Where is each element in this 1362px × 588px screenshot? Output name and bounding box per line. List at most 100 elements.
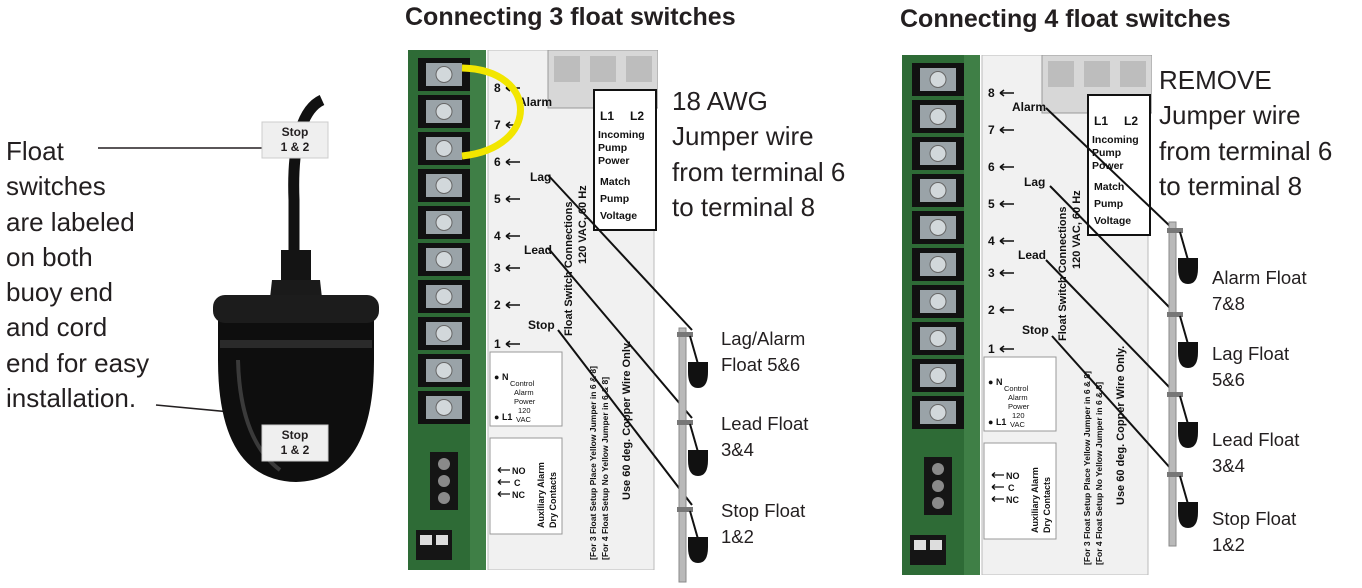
power-terminal-pin (914, 540, 926, 550)
float-label-line: Stop Float (1212, 508, 1297, 529)
aux-alarm-text: Auxiliary Alarm (536, 462, 546, 528)
float-switch-illustration: Stop 1 & 2 Stop 1 & 2 (98, 94, 379, 482)
setup-note-3: [For 3 Float Setup Place Yellow Jumper i… (588, 366, 598, 560)
float-label-line: Lead Float (721, 413, 809, 434)
caption-line: on both (6, 241, 93, 272)
control-text: Control (1004, 384, 1029, 393)
note-line: from terminal 6 (672, 156, 846, 187)
terminal-strip (912, 63, 964, 429)
caption-line: are labeled (6, 206, 135, 237)
left-arrow-icon (505, 195, 520, 203)
strain-relief (281, 250, 311, 280)
power-box (593, 89, 657, 231)
screw-head-icon (929, 367, 947, 384)
n-label: ● N (988, 377, 1002, 387)
title-3-floats: Connecting 3 float switches (405, 3, 736, 31)
caption-line: installation. (6, 383, 137, 414)
note-line: to terminal 8 (672, 191, 816, 222)
left-arrow-icon (505, 301, 520, 309)
l1-text: L1 (600, 109, 614, 123)
screw-head-icon (435, 214, 453, 231)
screw-head-icon (435, 288, 453, 305)
title-4-floats: Connecting 4 float switches (900, 5, 1231, 33)
float-wire (1045, 107, 1173, 229)
screw-head-icon (435, 325, 453, 342)
power-text: Voltage (600, 210, 637, 222)
float-label-line: 7&8 (1212, 292, 1245, 314)
float-pole (1168, 221, 1177, 547)
stop-label: Stop (528, 318, 555, 332)
float-cord (689, 510, 699, 540)
float-label-line: Lag/Alarm (721, 328, 806, 349)
tag-text: Stop (282, 125, 309, 139)
screw-head-icon (435, 140, 453, 157)
float-label-line: 1&2 (721, 525, 754, 547)
terminal-number: 4 (988, 234, 995, 248)
screw-head-icon (929, 182, 947, 199)
tag-text: Stop (282, 428, 309, 442)
left-arrow-icon (497, 467, 510, 473)
control-board-svg: L1 L2 Incoming Pump Power Match Pump Vol… (902, 54, 1153, 576)
screw-head-icon (435, 362, 453, 379)
note-line: from terminal 6 (1159, 135, 1333, 166)
terminal-number: 7 (494, 118, 501, 132)
screw-head-icon (435, 399, 453, 416)
float-label-stop: Stop Float 1&2 (1212, 506, 1296, 557)
float-bulb (688, 537, 708, 563)
note-line: REMOVE (1159, 65, 1272, 95)
float-label-line: Lag Float (1212, 343, 1290, 364)
float-wire (1049, 185, 1173, 311)
float-label-line: 1&2 (1212, 533, 1245, 555)
lag-label: Lag (530, 170, 551, 184)
setup-note-4: [For 4 Float Setup No Yellow Jumper in 6… (1094, 382, 1104, 565)
left-arrow-icon (999, 126, 1014, 134)
copper-note: Use 60 deg. Copper Wire Only. (1115, 346, 1127, 505)
float-bulb (1178, 502, 1198, 528)
float-wire (1051, 335, 1173, 471)
power-text: Pump (600, 193, 629, 205)
l2-text: L2 (630, 109, 644, 123)
float-pole (678, 327, 687, 583)
contact-no: NO (1006, 471, 1020, 481)
screw-head-icon (929, 145, 947, 162)
control-text: Power (514, 397, 536, 406)
terminal-number: 8 (988, 86, 995, 100)
power-text: Voltage (1094, 215, 1131, 227)
float-switches (677, 228, 1198, 563)
left-arrow-icon (999, 306, 1014, 314)
power-text: Pump (1092, 147, 1121, 159)
terminal-strip (418, 58, 470, 424)
terminal-number: 6 (494, 155, 501, 169)
left-arrow-icon (999, 89, 1014, 97)
screw-head-icon (929, 71, 947, 88)
note-line: 18 AWG (672, 86, 768, 116)
terminal-number: 2 (988, 303, 995, 317)
power-terminal-pin (930, 540, 942, 550)
alarm-label: Alarm (518, 95, 552, 109)
caption-line: buoy end (6, 277, 113, 308)
terminal-number: 7 (988, 123, 995, 137)
float-label-lead: Lead Float 3&4 (721, 411, 808, 462)
screw-head-icon (929, 330, 947, 347)
contact-nc: NC (512, 490, 525, 500)
left-arrow-icon (999, 163, 1014, 171)
stop-label: Stop (1022, 323, 1049, 337)
tag-text: 1 & 2 (281, 443, 310, 457)
left-arrow-icon (999, 237, 1014, 245)
float-cord (689, 335, 699, 365)
lead-label: Lead (524, 243, 552, 257)
float-clamp (677, 420, 693, 425)
left-arrow-icon (505, 232, 520, 240)
float-clamp (1167, 228, 1183, 233)
aux-alarm-box (489, 437, 563, 535)
float-wire (547, 247, 693, 419)
aux-alarm-text: Dry Contacts (548, 472, 558, 528)
left-arrow-icon (497, 479, 510, 485)
control-text: 120 (518, 406, 531, 415)
float-clamp (677, 332, 693, 337)
connector-socket (1120, 61, 1146, 87)
float-bulb (1178, 258, 1198, 284)
power-text: Match (600, 176, 630, 188)
power-text: Incoming (1092, 134, 1139, 146)
